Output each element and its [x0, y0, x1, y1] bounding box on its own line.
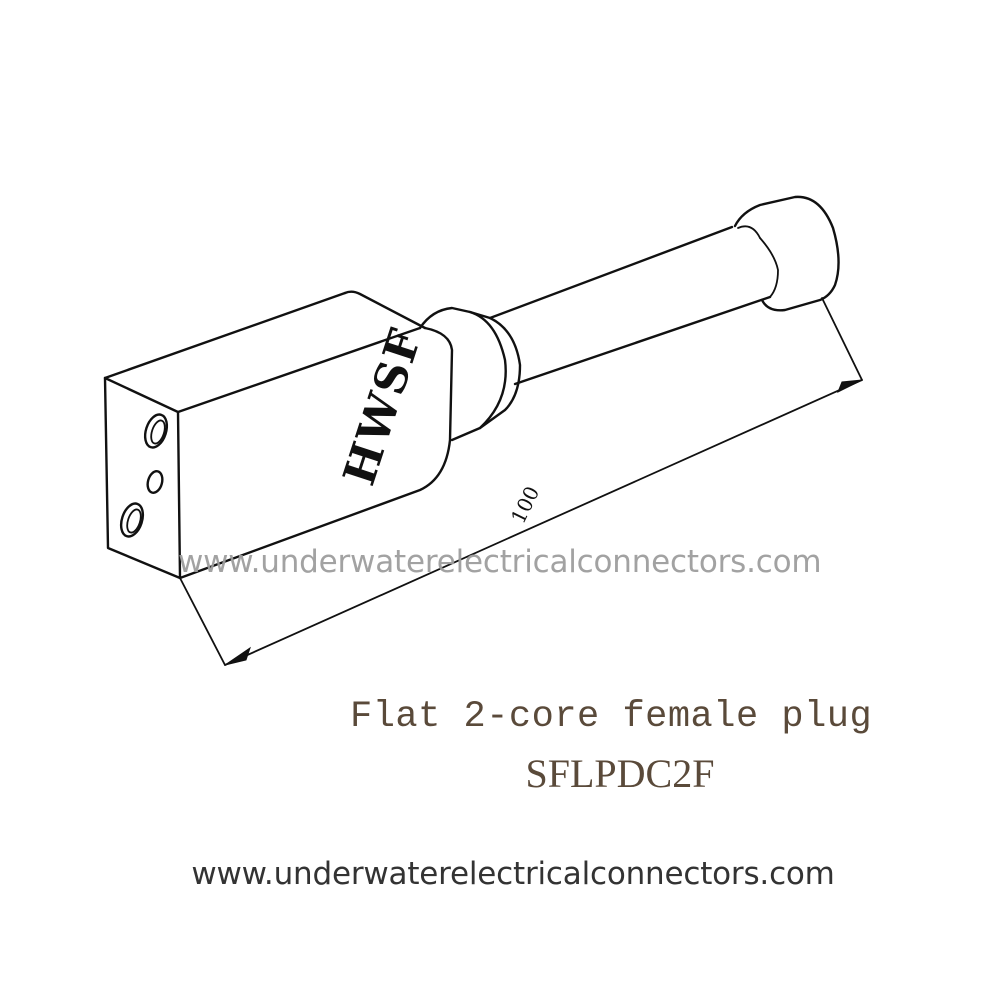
arrowhead-right: [837, 379, 863, 394]
dimension-line: [179, 297, 863, 666]
threaded-hole-bottom: [119, 502, 145, 538]
cable: [488, 225, 779, 386]
footer-website-url: www.underwaterelectricalconnectors.com: [191, 856, 835, 892]
body-top-side: [103, 290, 454, 580]
arrowhead-left: [224, 646, 251, 666]
front-face-holes: [119, 413, 169, 538]
cable-end-cap: [733, 195, 840, 312]
strain-relief-collar: [418, 306, 522, 442]
body-front-face: [103, 376, 182, 580]
product-title: Flat 2-core female plug: [350, 696, 873, 738]
threaded-hole-top: [143, 413, 169, 449]
watermark-overlay: www.underwaterelectricalconnectors.com: [178, 544, 822, 580]
dimension-label: 100: [506, 482, 544, 527]
engraved-logo: HWSF: [334, 322, 433, 492]
pin-hole: [146, 470, 164, 494]
product-part-number: SFLPDC2F: [525, 751, 715, 796]
